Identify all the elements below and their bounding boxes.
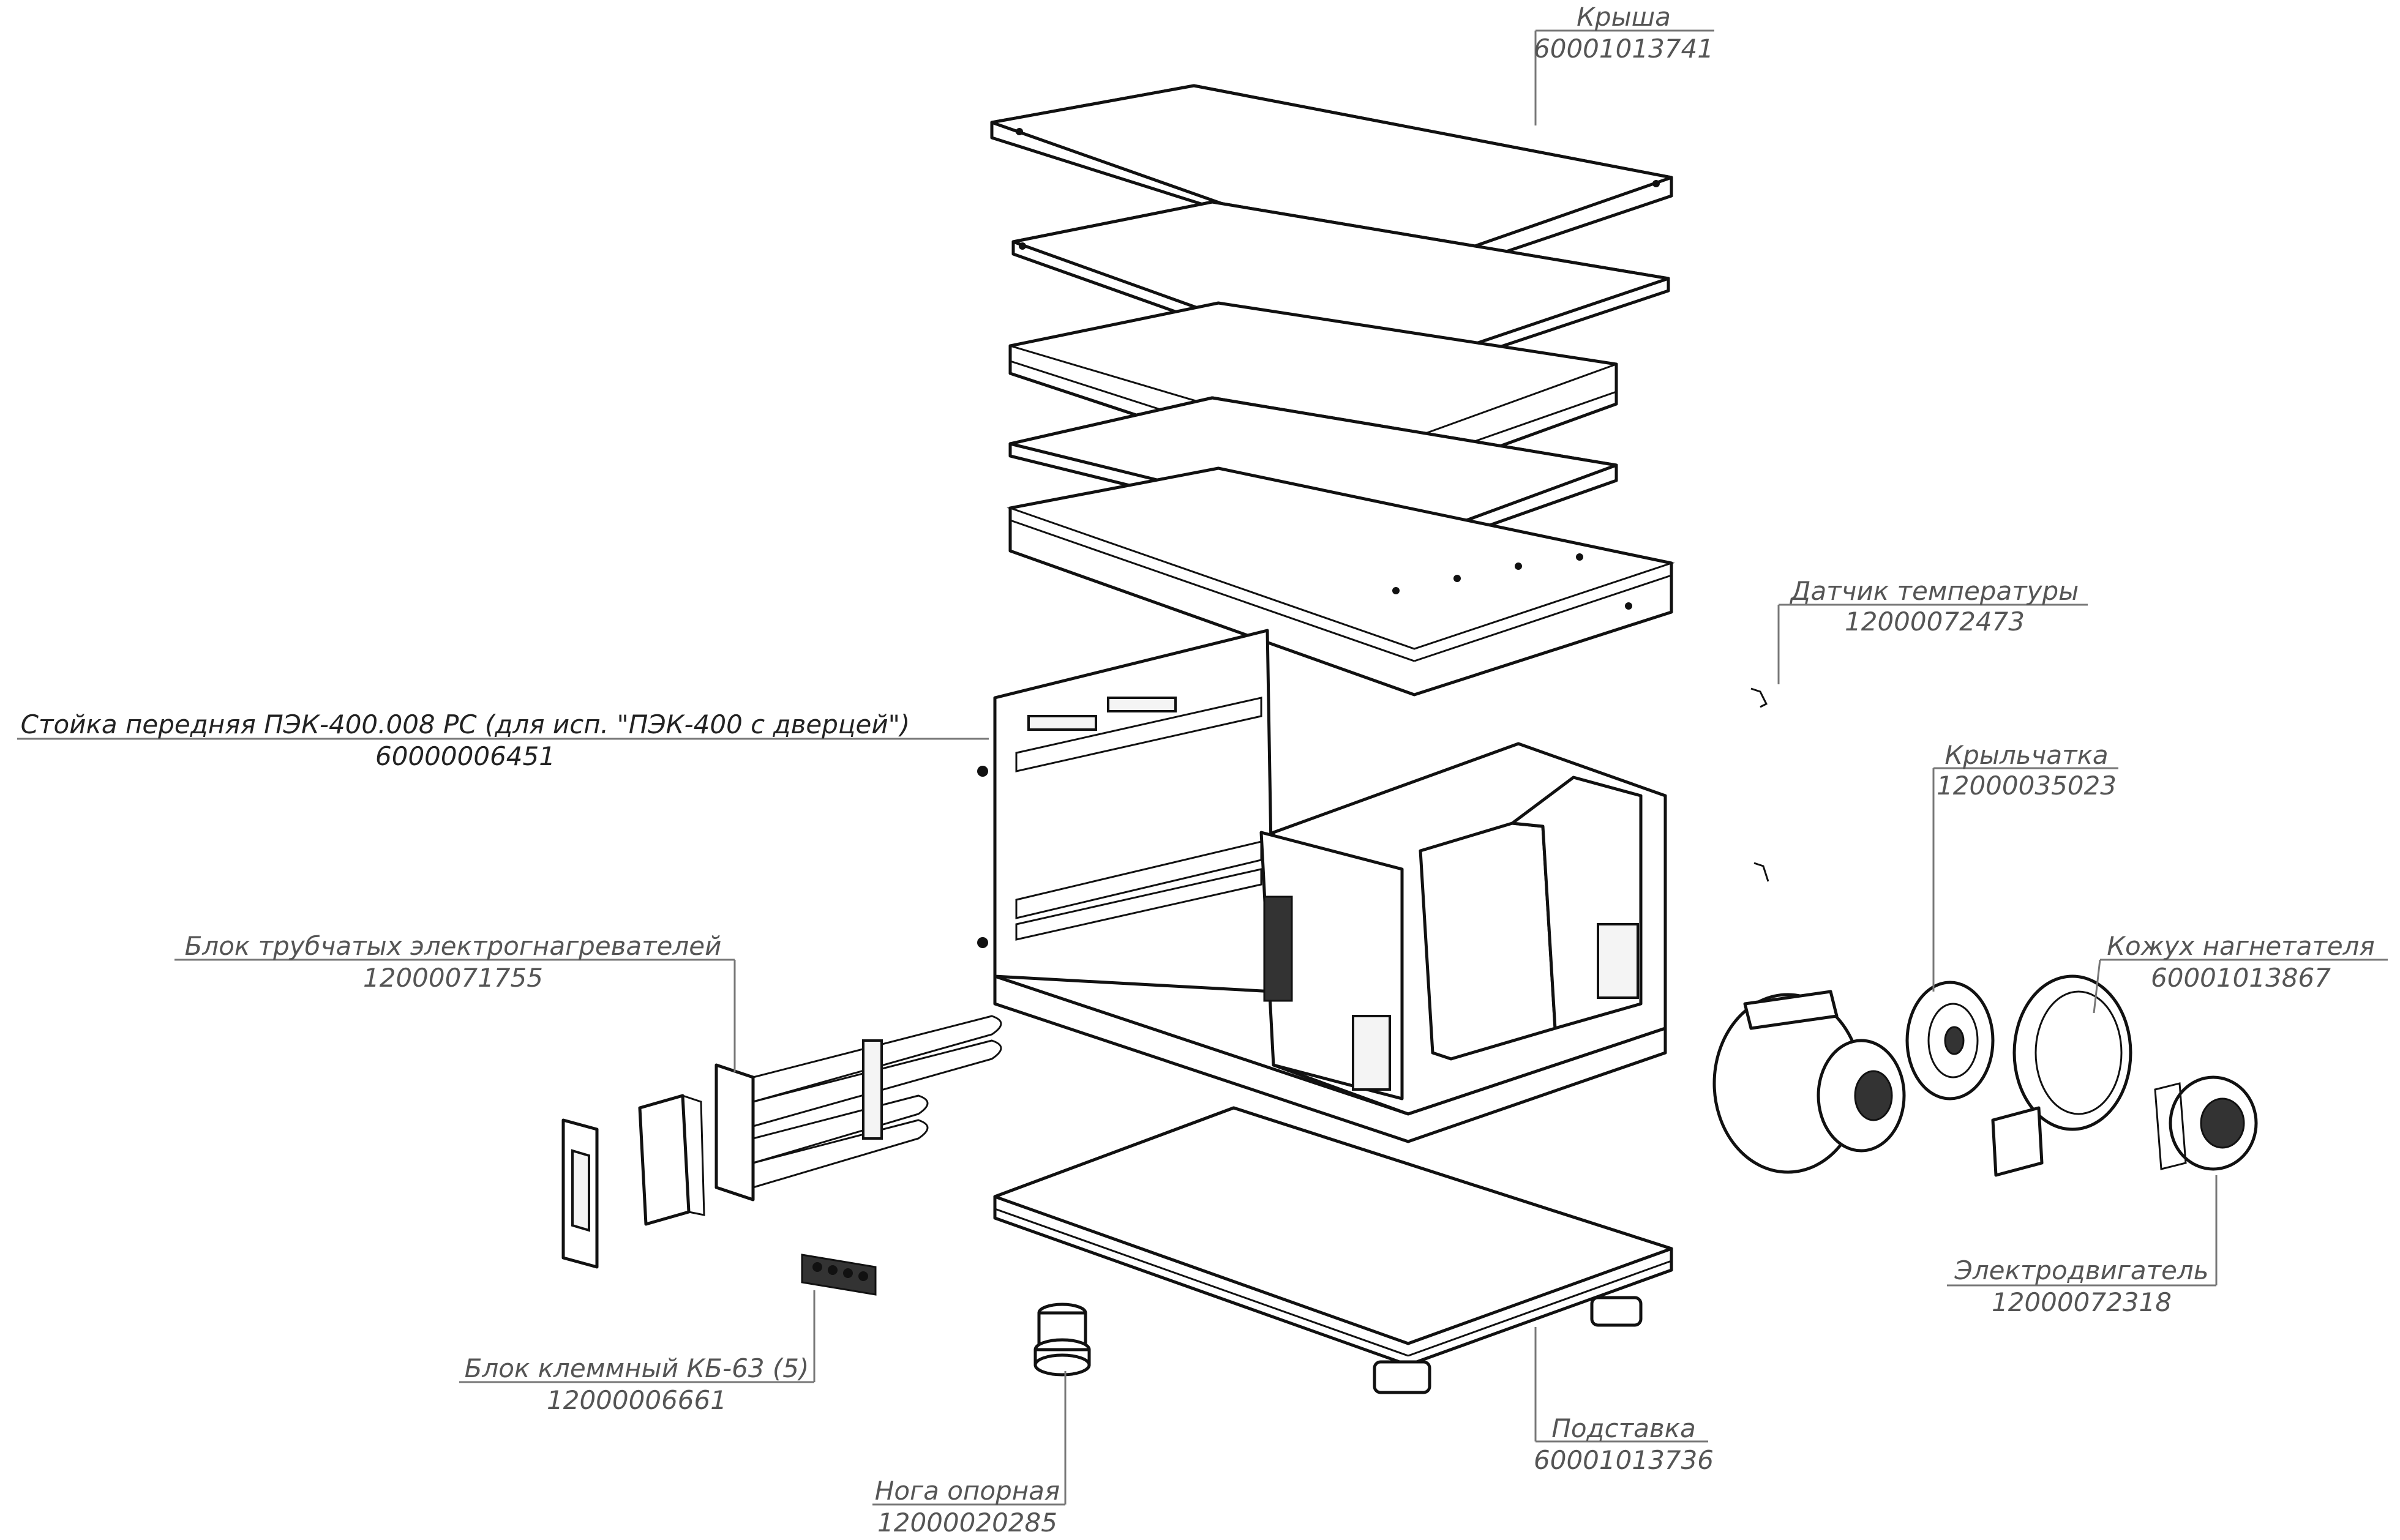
- label-heater-block: Блок трубчатых электрогнагревателей 1200…: [185, 931, 722, 993]
- label-impeller-name: Крыльчатка: [1944, 740, 2108, 770]
- label-temp-sensor: Датчик температуры 12000072473: [1790, 576, 2079, 637]
- label-blower-housing: Кожух нагнетателя 60001013867: [2107, 931, 2375, 993]
- label-terminal-block: Блок клеммный КБ-63 (5) 12000006661: [465, 1353, 809, 1415]
- impeller-part: [1905, 981, 1995, 1101]
- heater-block-part: [561, 1015, 1002, 1269]
- roof-inner-panel: [1008, 396, 1618, 556]
- roof-base-tray: [1007, 466, 1675, 697]
- label-motor: Электродвигатель 12000072318: [1954, 1255, 2209, 1317]
- stand-part: [993, 1106, 1673, 1394]
- label-impeller: Крыльчатка 12000035023: [1937, 740, 2117, 801]
- label-terminal-block-name: Блок клеммный КБ-63 (5): [465, 1353, 809, 1383]
- label-impeller-code: 12000035023: [1937, 771, 2117, 801]
- label-motor-name: Электродвигатель: [1954, 1255, 2209, 1285]
- label-support-leg: Нога опорная 12000020285: [875, 1476, 1060, 1538]
- leader-lines: [17, 29, 2388, 1506]
- label-front-post-code: 60000006451: [375, 741, 555, 771]
- label-blower-housing-name: Кожух нагнетателя: [2107, 931, 2375, 961]
- label-roof-code: 60001013741: [1534, 34, 1714, 64]
- label-terminal-block-code: 12000006661: [547, 1385, 727, 1415]
- terminal-block-part: [801, 1254, 877, 1296]
- label-roof-name: Крыша: [1577, 2, 1671, 32]
- label-heater-block-code: 12000071755: [363, 963, 543, 993]
- heater-insulator: [638, 1094, 705, 1226]
- label-support-leg-name: Нога опорная: [875, 1476, 1060, 1506]
- blower-assembly-part: [1712, 990, 1906, 1174]
- label-heater-block-name: Блок трубчатых электрогнагревателей: [185, 931, 722, 961]
- blower-duct-inner: [1419, 776, 1643, 1061]
- heater-tubes: [714, 1015, 1002, 1202]
- label-support-leg-code: 12000020285: [877, 1508, 1057, 1538]
- motor-part: [2154, 1075, 2258, 1171]
- label-roof: Крыша 60001013741: [1534, 2, 1714, 64]
- label-temp-sensor-code: 12000072473: [1845, 607, 2025, 637]
- label-temp-sensor-name: Датчик температуры: [1790, 576, 2079, 606]
- control-panel-side: [1259, 831, 1404, 1101]
- blower-housing-part: [1991, 974, 2132, 1177]
- label-front-post-name: Стойка передняя ПЭК-400.008 РС (для исп.…: [21, 709, 910, 739]
- label-stand: Подставка 60001013736: [1534, 1413, 1714, 1475]
- label-stand-code: 60001013736: [1534, 1445, 1714, 1475]
- label-front-post: Стойка передняя ПЭК-400.008 РС (для исп.…: [21, 709, 910, 771]
- label-stand-name: Подставка: [1551, 1413, 1695, 1443]
- label-blower-housing-code: 60001013867: [2151, 963, 2331, 993]
- temp-sensor-part: [1750, 687, 1769, 882]
- heater-gasket: [561, 1118, 599, 1269]
- label-motor-code: 12000072318: [1992, 1287, 2172, 1317]
- support-leg-part: [1033, 1303, 1091, 1377]
